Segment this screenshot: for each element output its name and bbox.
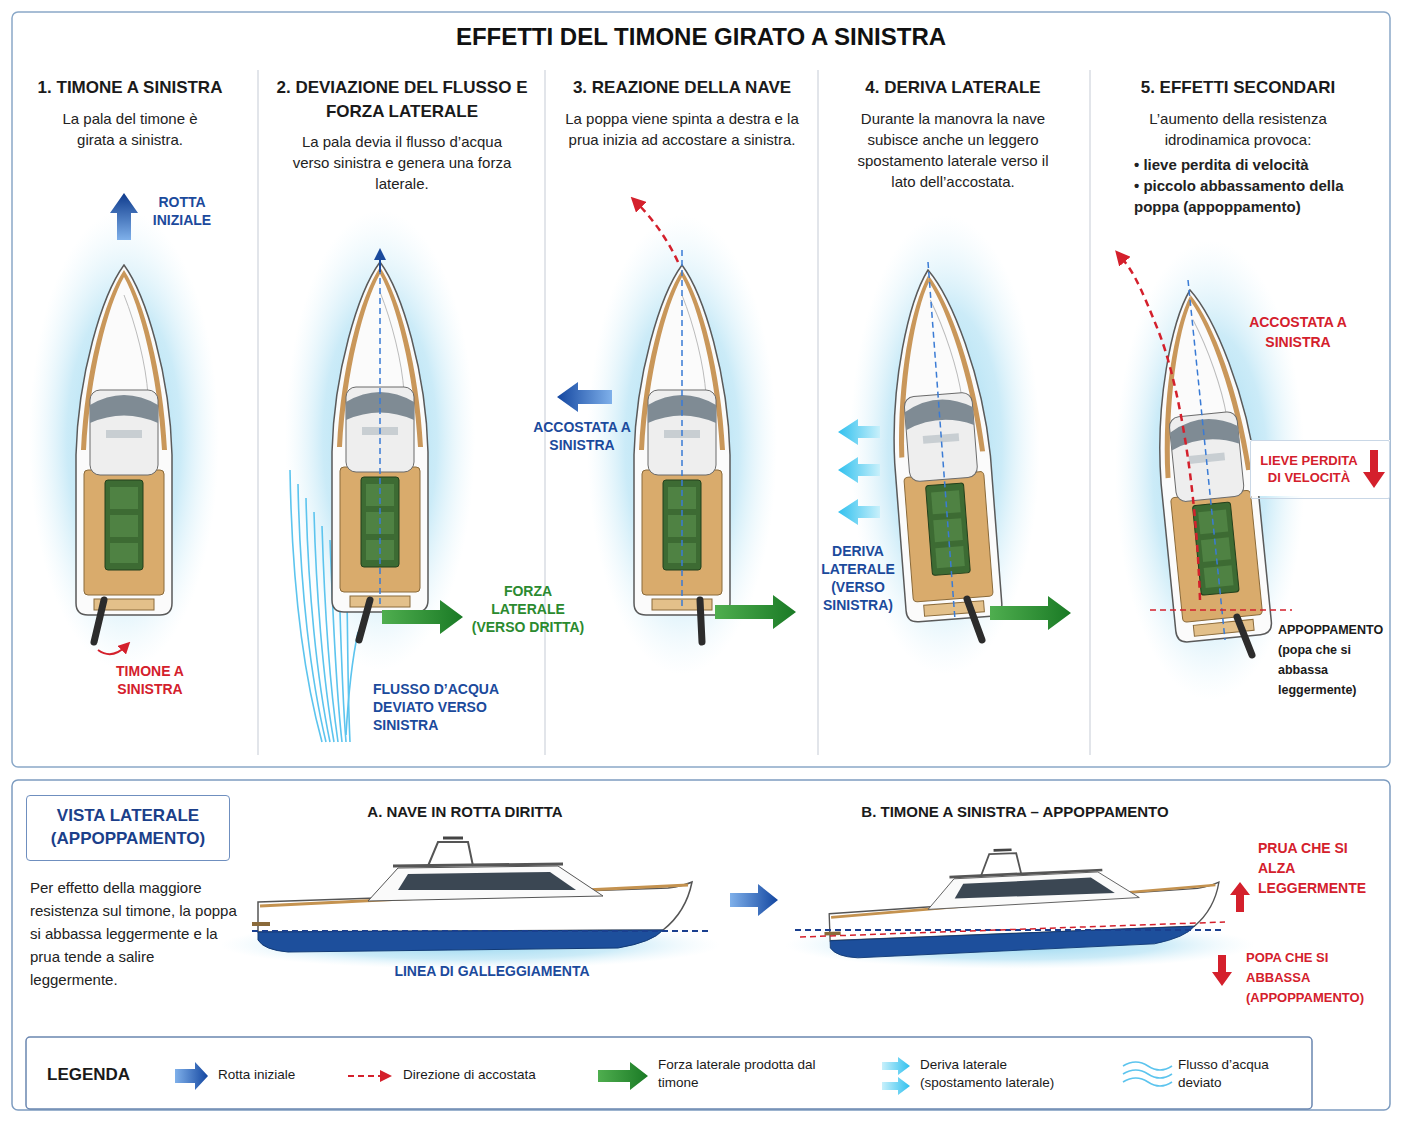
rudder-blade bbox=[94, 600, 104, 642]
lateral-force-arrow bbox=[715, 595, 796, 629]
boat-side-view bbox=[822, 843, 1221, 959]
legend-sample bbox=[1123, 1062, 1172, 1070]
step-heading: 4. DERIVA LATERALE bbox=[823, 76, 1083, 100]
course-line bbox=[681, 250, 683, 608]
column-divider bbox=[257, 70, 259, 755]
legend-sample bbox=[1123, 1070, 1172, 1078]
waterline-label: LINEA DI GALLEGGIAMENTA bbox=[342, 962, 642, 980]
legend-sample bbox=[1123, 1062, 1172, 1086]
rudder-blade bbox=[359, 600, 370, 640]
turn-arrow bbox=[98, 646, 126, 654]
turn-direction bbox=[1120, 256, 1200, 600]
boat-top-view bbox=[332, 262, 428, 612]
note-box: LIEVE PERDITA DI VELOCITÀ bbox=[1250, 440, 1390, 499]
column-divider bbox=[817, 70, 819, 755]
section-box: VISTA LATERALE (APPOPPAMENTO) bbox=[26, 795, 230, 861]
top-panel bbox=[12, 12, 1390, 767]
legend-sample bbox=[882, 1057, 910, 1075]
waterline bbox=[252, 930, 708, 932]
step-heading: 2. DEVIAZIONE DEL FLUSSO E FORZA LATERAL… bbox=[267, 76, 537, 124]
step-heading: 3. REAZIONE DELLA NAVE bbox=[552, 76, 812, 100]
rudder-label: TIMONE A SINISTRA bbox=[103, 662, 198, 698]
legend-text: Direzione di accostata bbox=[403, 1066, 578, 1084]
trim-line bbox=[800, 922, 1225, 937]
turn-label: ACCOSTATA A SINISTRA bbox=[1243, 312, 1353, 352]
rudder-blade bbox=[967, 599, 982, 640]
boat-top-view bbox=[76, 265, 172, 615]
legend-sample bbox=[348, 1075, 380, 1077]
legend-text: Forza laterale prodotta dal timone bbox=[658, 1056, 823, 1092]
water bbox=[285, 210, 475, 670]
turn-direction bbox=[636, 202, 678, 262]
bottom-panel bbox=[12, 780, 1390, 1110]
drift-arrow bbox=[838, 499, 880, 525]
rudder-blade bbox=[700, 600, 702, 642]
bullet-item: • lieve perdita di velocità bbox=[1134, 154, 1379, 175]
legend-text: Deriva laterale (spostamento laterale) bbox=[920, 1056, 1080, 1092]
legend-sample bbox=[380, 1070, 392, 1082]
bow-up-arrow bbox=[1230, 882, 1250, 912]
course-line bbox=[1188, 280, 1225, 640]
rudder-blade bbox=[1237, 617, 1252, 655]
force-label: FORZA LATERALE (VERSO DRITTA) bbox=[469, 582, 587, 636]
column-divider bbox=[258, 70, 1090, 755]
flow-label: FLUSSO D’ACQUA DEVIATO VERSO SINISTRA bbox=[373, 680, 508, 734]
step-heading: 5. EFFETTI SECONDARI bbox=[1098, 76, 1378, 100]
step-description: Durante la manovra la nave subisce anche… bbox=[851, 108, 1056, 192]
drift-label: DERIVA LATERALE (VERSO SINISTRA) bbox=[815, 542, 901, 614]
legend-sample bbox=[1123, 1078, 1172, 1086]
diagram-title: EFFETTI DEL TIMONE GIRATO A SINISTRA bbox=[251, 22, 1151, 52]
flow-lines bbox=[346, 632, 358, 735]
boat-side-view bbox=[252, 838, 692, 952]
column-divider bbox=[1089, 70, 1091, 755]
step-description: L’aumento della resistenza idrodinamica … bbox=[1131, 108, 1346, 150]
trim-label: POPA CHE SI ABBASSA (APPOPPAMENTO) bbox=[1246, 948, 1371, 1008]
note-box-ground bbox=[1250, 440, 1390, 496]
legend-sample bbox=[175, 1062, 208, 1090]
arrow-label: ROTTA INIZIALE bbox=[142, 193, 222, 229]
lateral-force-arrow bbox=[382, 600, 463, 634]
rudder-blade bbox=[94, 599, 1252, 655]
legend-text: Rotta iniziale bbox=[218, 1066, 338, 1084]
squat-line bbox=[1150, 609, 1292, 611]
water bbox=[29, 210, 219, 670]
legend-sample bbox=[598, 1062, 648, 1090]
column-divider bbox=[544, 70, 546, 755]
legend-sample bbox=[882, 1077, 910, 1095]
course-line bbox=[379, 268, 381, 605]
node-text: VISTA LATERALE (APPOPPAMENTO) bbox=[35, 804, 221, 850]
transition-arrow bbox=[730, 884, 778, 916]
course-arrow bbox=[379, 254, 381, 272]
drift-arrow bbox=[838, 419, 880, 445]
view-heading: B. TIMONE A SINISTRA – APPOPPAMENTO bbox=[825, 802, 1205, 822]
squat-label: APPOPPAMENTO (popa che si abbassa legger… bbox=[1278, 620, 1388, 700]
step-description: La pala devia il flusso d’acqua verso si… bbox=[290, 131, 515, 194]
step-heading: 1. TIMONE A SINISTRA bbox=[10, 76, 250, 100]
view-heading: A. NAVE IN ROTTA DIRITTA bbox=[305, 802, 625, 822]
bullet-item: • piccolo abbassamento della poppa (appo… bbox=[1134, 175, 1359, 217]
legend-heading: LEGENDA bbox=[47, 1064, 147, 1086]
speed-loss-arrow bbox=[1363, 450, 1385, 488]
side-description: Per effetto della maggiore resistenza su… bbox=[30, 876, 242, 991]
lateral-force-arrow bbox=[990, 596, 1071, 630]
course-line bbox=[380, 250, 1225, 640]
step-description: La poppa viene spinta a destra e la prua… bbox=[565, 108, 800, 150]
course-arrow bbox=[110, 193, 138, 240]
legend-text: Flusso d’acqua deviato bbox=[1178, 1056, 1288, 1092]
drift-arrow bbox=[838, 457, 880, 483]
legend-box bbox=[26, 1037, 1312, 1109]
course-line bbox=[928, 262, 955, 620]
trim-label: PRUA CHE SI ALZA LEGGERMENTE bbox=[1258, 838, 1370, 898]
stern-down-arrow bbox=[1212, 955, 1232, 986]
step-description: La pala del timone è girata a sinistra. bbox=[45, 108, 215, 150]
turn-label: ACCOSTATA A SINISTRA bbox=[532, 418, 632, 454]
node-text: LIEVE PERDITA DI VELOCITÀ bbox=[1257, 452, 1361, 486]
turn-arrow bbox=[557, 382, 612, 412]
drift-arrow bbox=[838, 419, 880, 525]
